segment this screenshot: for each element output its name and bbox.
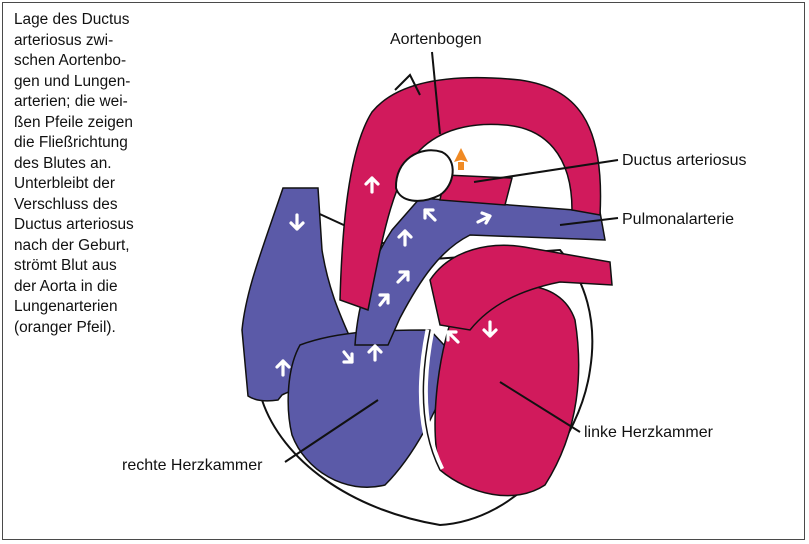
label-linke-herzkammer: linke Herzkammer xyxy=(584,424,714,441)
flow-arrow xyxy=(538,145,550,155)
label-ductus-arteriosus: Ductus arteriosus xyxy=(622,152,747,169)
label-rechte-herzkammer: rechte Herzkammer xyxy=(122,457,263,474)
label-aortenbogen: Aortenbogen xyxy=(390,31,482,48)
ductus-orange-arrow xyxy=(454,148,468,170)
label-pulmonalarterie: Pulmonalarterie xyxy=(622,211,734,228)
